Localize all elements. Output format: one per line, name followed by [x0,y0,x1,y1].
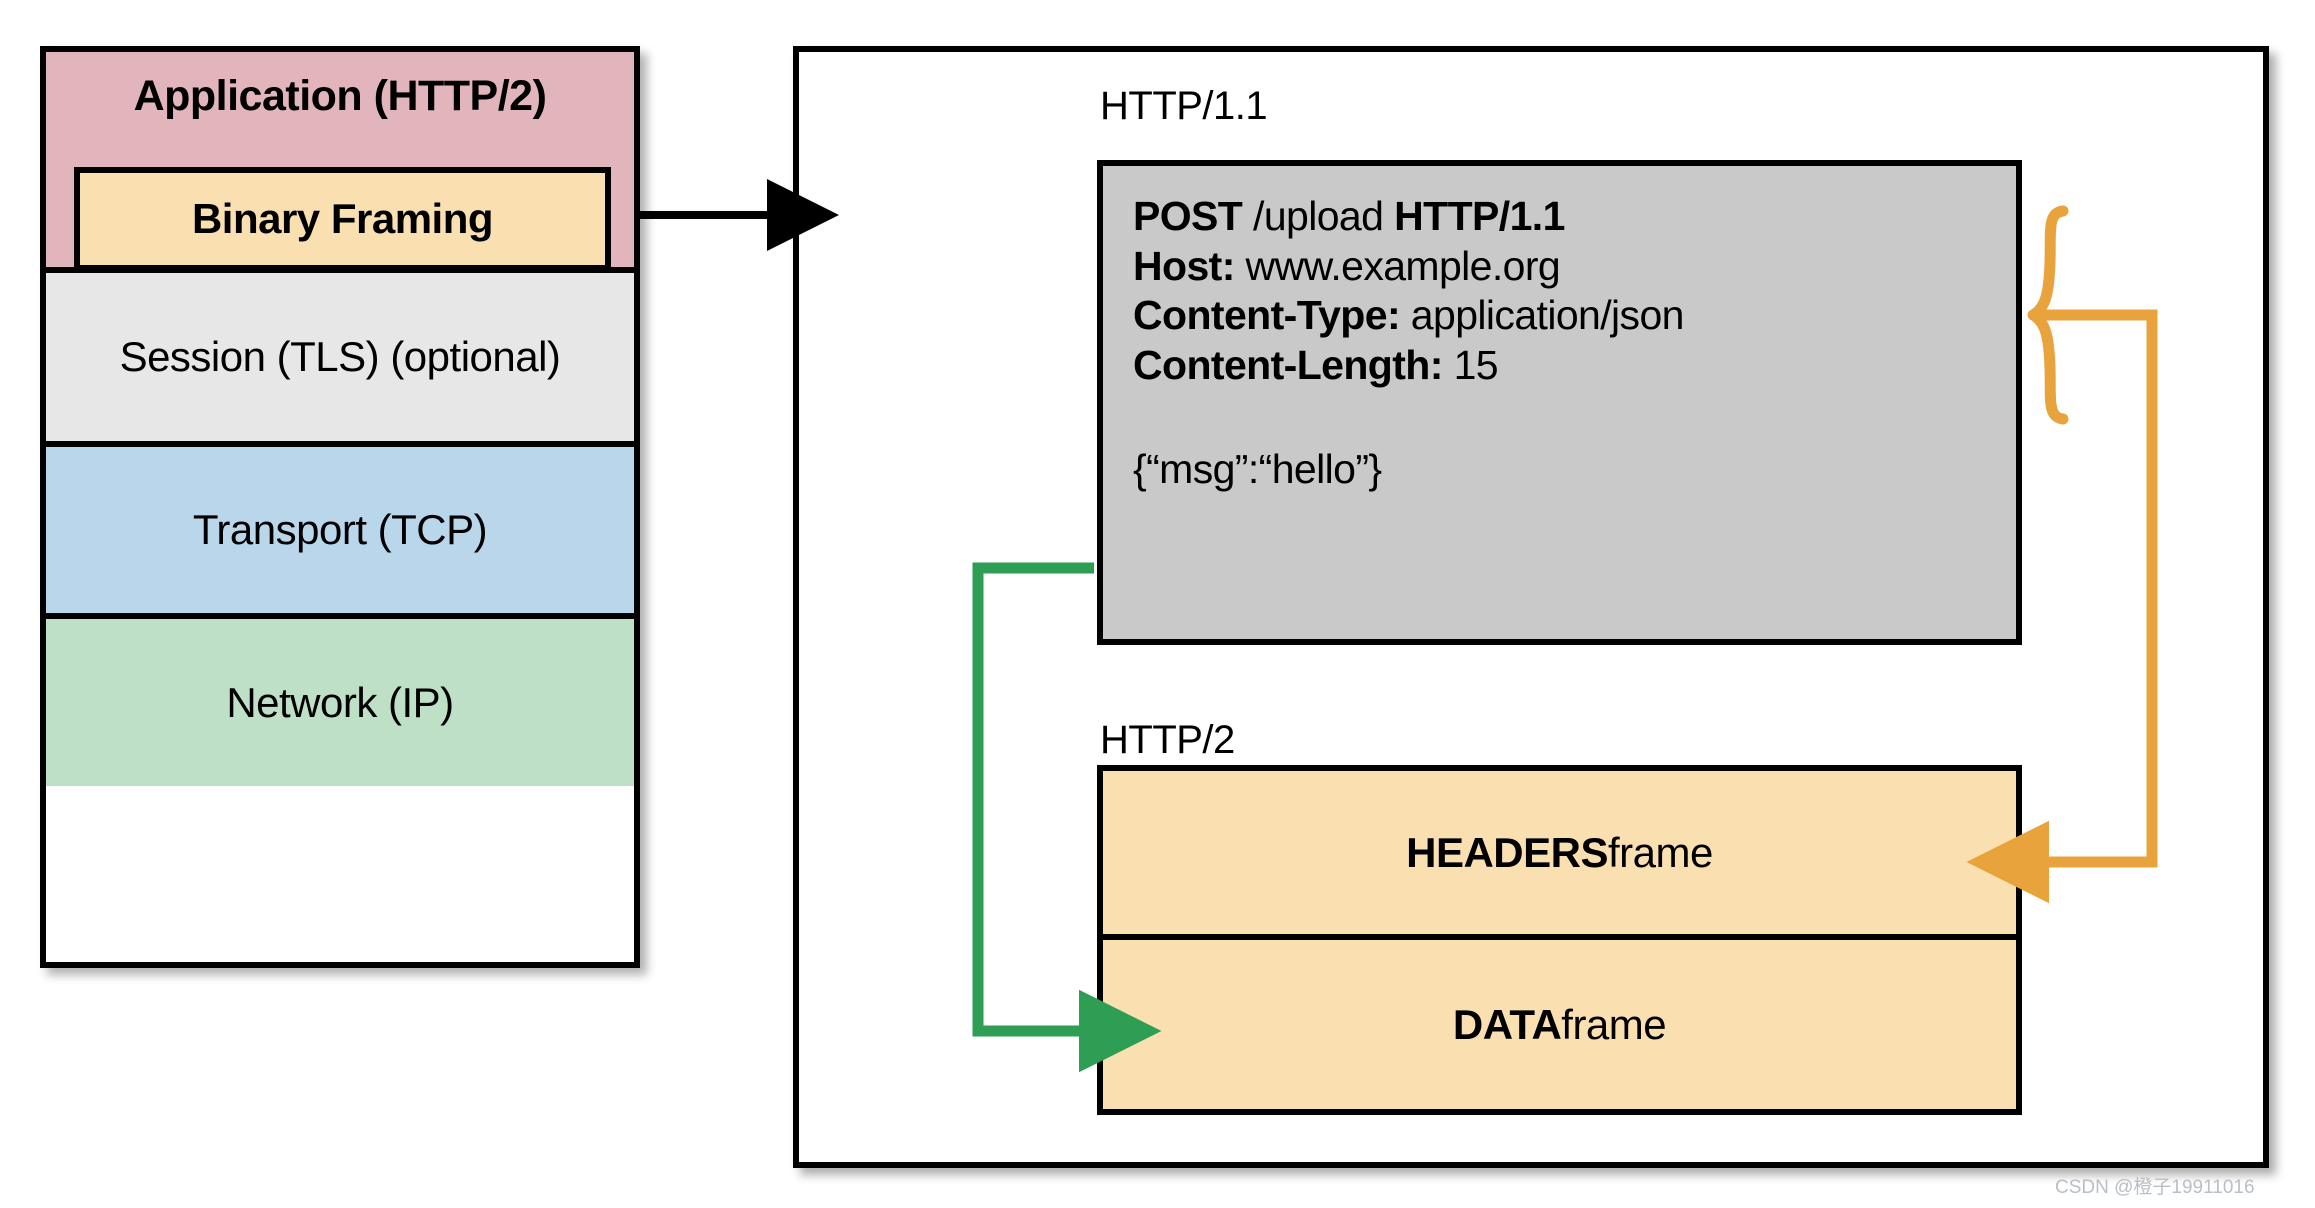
request-header-host: Host: www.example.org [1133,242,2016,292]
stack-layer-session: Session (TLS) (optional) [46,267,634,447]
request-header-content-length: Content-Length: 15 [1133,341,2016,391]
headers-frame-suffix: frame [1608,828,1713,876]
request-header-content-type: Content-Type: application/json [1133,291,2016,341]
stack-layer-transport: Transport (TCP) [46,447,634,619]
header-content-type-key: Content-Type: [1133,292,1401,339]
stack-layer-session-label: Session (TLS) (optional) [119,333,561,380]
header-host-value: www.example.org [1234,242,1561,289]
request-body-json: {“msg”:“hello”} [1133,446,1382,493]
header-content-length-key: Content-Length: [1133,341,1443,388]
request-path: /upload [1242,193,1395,239]
request-line-request: POST /upload HTTP/1.1 [1133,192,2016,242]
http2-data-frame: DATA frame [1103,940,2016,1109]
header-host-key: Host: [1133,242,1235,289]
http2-frames-box: HEADERS frame DATA frame [1097,765,2022,1115]
stack-layer-application-label: Application (HTTP/2) [133,72,547,120]
http11-request-box: POST /upload HTTP/1.1 Host: www.example.… [1097,160,2022,645]
headers-frame-name: HEADERS [1406,828,1608,876]
data-frame-name: DATA [1452,1000,1562,1048]
stack-layer-network: Network (IP) [46,619,634,786]
http2-caption: HTTP/2 [1100,718,1235,762]
http2-headers-frame: HEADERS frame [1103,771,2016,940]
watermark: CSDN @橙子19911016 [2055,1177,2255,1198]
header-content-type-value: application/json [1400,292,1685,339]
request-method: POST [1133,193,1243,239]
http11-caption: HTTP/1.1 [1100,84,1268,128]
data-frame-suffix: frame [1561,1000,1667,1048]
protocol-stack: Application (HTTP/2) Binary Framing Sess… [40,46,640,968]
stack-layer-transport-label: Transport (TCP) [192,506,488,553]
binary-framing-box: Binary Framing [74,167,611,271]
header-content-length-value: 15 [1442,341,1499,388]
stack-layer-network-label: Network (IP) [226,678,454,726]
request-version: HTTP/1.1 [1394,193,1565,239]
